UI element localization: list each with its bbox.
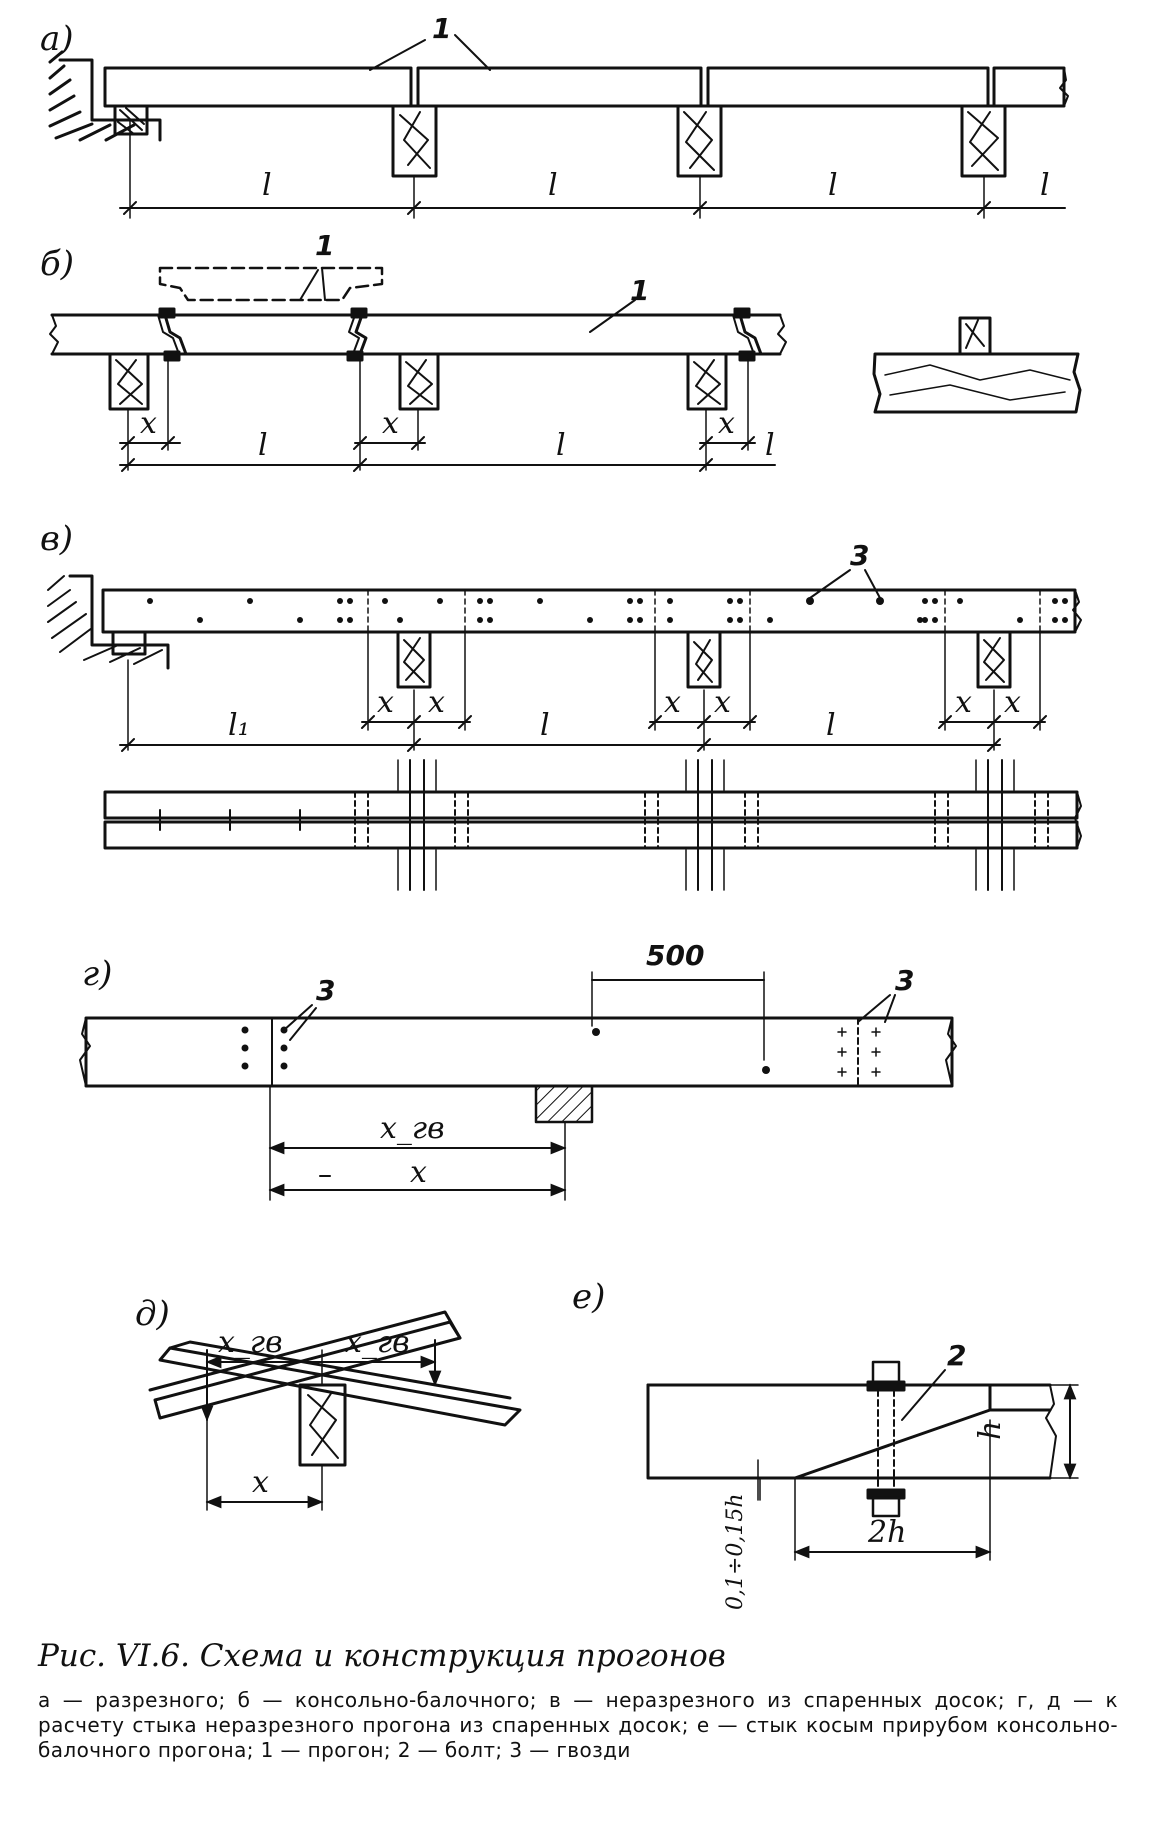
dim-nail-group-g: x_гв <box>380 1111 445 1146</box>
dim-cantilever-b2: x <box>382 406 399 441</box>
panel-d-crossed-boards <box>148 1310 522 1511</box>
dim-span-v1: l <box>540 708 550 743</box>
dim-span-a4: l <box>1040 168 1050 203</box>
callout-purlin-a: 1 <box>432 12 451 45</box>
callout-nails-g1: 3 <box>316 974 335 1007</box>
dim-spacing-500: 500 <box>646 939 704 972</box>
callout-labels: 1 1 1 3 3 3 2 <box>315 12 966 1372</box>
panel-label-d: д) <box>135 1294 170 1334</box>
dim-slope-e: 0,1÷0,15h <box>723 1493 748 1610</box>
dim-cantilever-v1: x <box>377 685 394 720</box>
dim-span-b3: l <box>765 428 775 463</box>
panel-v-continuous-purlin <box>47 569 1082 891</box>
dim-two-h-e: 2h <box>867 1515 906 1550</box>
dim-height-e: h <box>973 1421 1008 1440</box>
dimension-labels: l l l l x l x l x l l₁ x x l x x l x x 5… <box>140 168 1050 1610</box>
dim-cantilever-g: x <box>410 1155 427 1190</box>
dim-cantilever-v5: x <box>955 685 972 720</box>
dim-span-a1: l <box>262 168 272 203</box>
dim-span-a2: l <box>548 168 558 203</box>
panel-label-g: г) <box>82 954 112 994</box>
dim-cantilever-v2: x <box>428 685 445 720</box>
dim-cantilever-v3: x <box>664 685 681 720</box>
dim-span-b1: l <box>258 428 268 463</box>
panel-label-v: в) <box>40 519 73 559</box>
dim-nail-group-d1: x_гв <box>218 1325 283 1360</box>
panel-e-oblique-joint <box>646 1360 1079 1561</box>
dim-span-a3: l <box>828 168 838 203</box>
dim-span-b2: l <box>556 428 566 463</box>
dim-cantilever-d: x <box>252 1465 269 1500</box>
purlin-construction-figure: а) б) в) г) д) е) 1 1 1 3 3 3 2 l l l l … <box>40 12 1082 1610</box>
panel-labels: а) б) в) г) д) е) <box>40 19 605 1334</box>
panel-a-simple-purlin <box>48 34 1069 219</box>
dim-nail-group-d2: x_гв <box>345 1325 410 1360</box>
dim-cantilever-v6: x <box>1004 685 1021 720</box>
callout-purlin-b1: 1 <box>315 229 334 262</box>
figure-caption-legend: а — разрезного; б — консольно-балочного;… <box>38 1688 1118 1762</box>
panel-label-a: а) <box>40 19 74 59</box>
callout-purlin-b2: 1 <box>630 274 649 307</box>
nail-dots <box>147 597 1068 1074</box>
dim-cantilever-b3: x <box>718 406 735 441</box>
figure-caption-title: Рис. VI.6. Схема и конструкция прогонов <box>38 1638 726 1674</box>
dim-cantilever-b1: x <box>140 406 157 441</box>
panel-label-b: б) <box>40 244 74 284</box>
callout-nails-g2: 3 <box>895 964 914 997</box>
panel-label-e: е) <box>572 1277 605 1317</box>
dim-span-v2: l <box>826 708 836 743</box>
panel-g-joint-calculation <box>79 971 957 1201</box>
dim-span-first-v: l₁ <box>228 708 250 743</box>
dim-cantilever-v4: x <box>714 685 731 720</box>
callout-bolt-e: 2 <box>947 1339 966 1372</box>
panel-b-cantilever-purlin <box>49 266 1082 472</box>
callout-nails-v: 3 <box>850 539 869 572</box>
